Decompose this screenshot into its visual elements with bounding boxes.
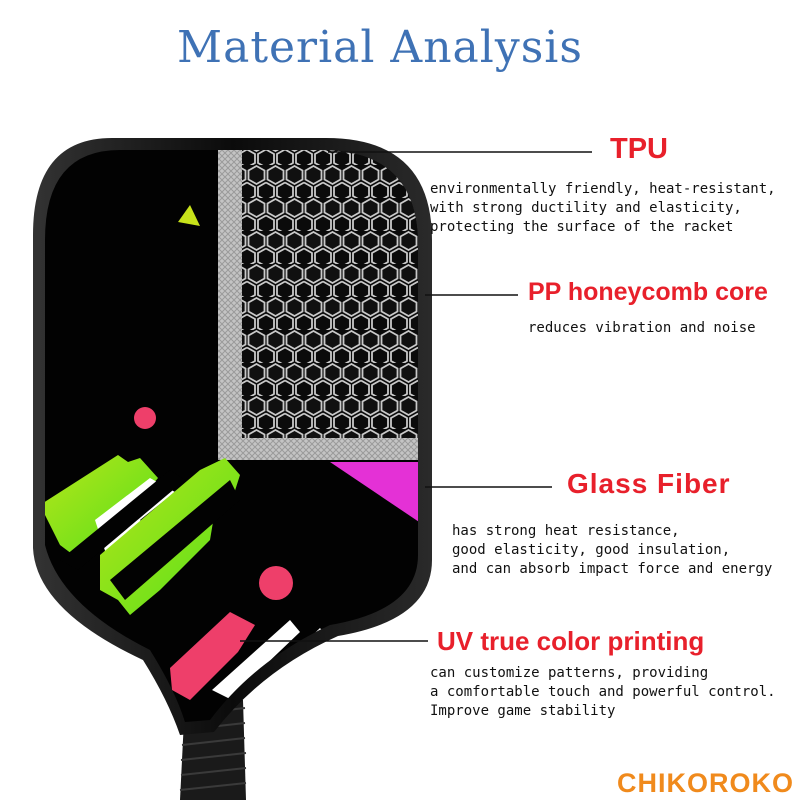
description-line: reduces vibration and noise [528,320,756,336]
description-pp-honeycomb-core: reduces vibration and noise [528,319,756,338]
description-line: and can absorb impact force and energy [452,561,773,577]
description-line: can customize patterns, providing [430,665,709,681]
description-uv-true-color-printing: can customize patterns, providing a comf… [430,664,776,721]
description-line: has strong heat resistance, [452,523,680,539]
description-line: a comfortable touch and powerful control… [430,684,776,700]
brand-logo-text: CHIKOROKO [617,768,794,798]
label-tpu: TPU [610,133,668,165]
description-line: Improve game stability [430,703,616,719]
label-glass-fiber: Glass Fiber [567,468,731,499]
page-title: Material Analysis [177,22,583,73]
label-pp-honeycomb-core: PP honeycomb core [528,278,768,306]
description-line: with strong ductility and elasticity, [430,200,742,216]
description-line: environmentally friendly, heat-resistant… [430,181,776,197]
description-glass-fiber: has strong heat resistance, good elastic… [452,522,772,579]
description-tpu: environmentally friendly, heat-resistant… [430,180,776,237]
description-line: protecting the surface of the racket [430,219,734,235]
description-line: good elasticity, good insulation, [452,542,731,558]
label-uv-true-color-printing: UV true color printing [437,626,705,656]
